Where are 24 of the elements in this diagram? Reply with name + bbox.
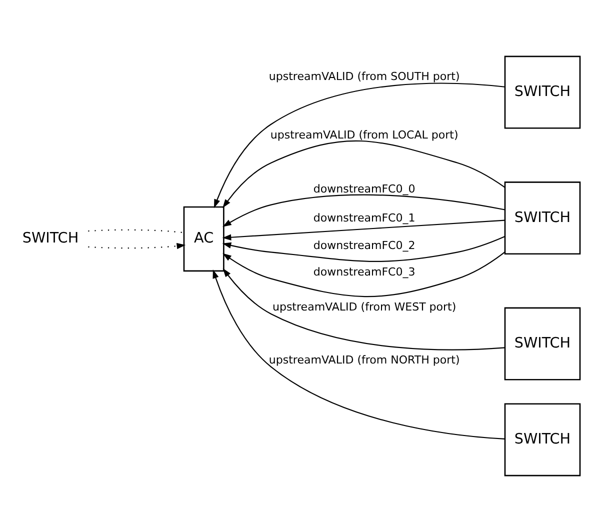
arrow: [222, 236, 505, 262]
edge-label: downstreamFC0_1: [313, 210, 416, 224]
edge-label: upstreamVALID (from NORTH port): [268, 353, 460, 366]
arrow: [222, 268, 505, 350]
edge-label: upstreamVALID (from LOCAL port): [270, 128, 458, 142]
node-box: SWITCH: [504, 55, 581, 128]
connector: [88, 228, 184, 233]
arrow: [222, 140, 506, 208]
arrow: [88, 242, 186, 249]
edge-label: downstreamFC0_2: [313, 238, 416, 252]
edge-label: downstreamFC0_3: [313, 264, 416, 278]
arrow: [212, 269, 505, 440]
edge-label: upstreamVALID (from SOUTH port): [268, 70, 460, 83]
node-box: AC: [183, 206, 224, 272]
arrow: [214, 82, 505, 208]
node-box: SWITCH: [504, 402, 581, 476]
edge-label: upstreamVALID (from WEST port): [272, 300, 456, 314]
arrow: [222, 251, 506, 297]
arrow: [222, 219, 505, 240]
node-box: SWITCH: [504, 181, 581, 254]
node-text: SWITCH: [22, 230, 79, 246]
arrow: [222, 194, 506, 226]
node-box: SWITCH: [504, 306, 581, 380]
edge-label: downstreamFC0_0: [313, 182, 416, 196]
